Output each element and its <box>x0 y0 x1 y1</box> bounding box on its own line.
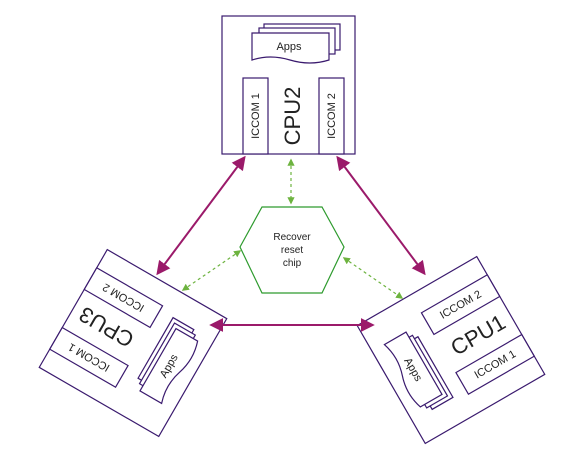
cpu1-node: ICCOM 2 ICCOM 1 CPU1 Apps <box>356 255 546 445</box>
cpu2-apps-stack: Apps <box>251 23 341 64</box>
cpu3-apps-stack: Apps <box>137 316 199 405</box>
recover-link-cpu3 <box>181 250 242 291</box>
cpu2-apps-label: Apps <box>276 41 302 53</box>
cpu1-frame <box>356 255 546 445</box>
recover-link-cpu1 <box>342 257 404 299</box>
cpu2-iccom1-label: ICCOM 1 <box>250 93 262 139</box>
cpu2-iccom2-box <box>318 77 345 155</box>
recover-line2: reset <box>281 245 303 256</box>
cpu3-iccom1-box <box>48 326 129 389</box>
link-cpu2-cpu1 <box>336 155 426 276</box>
cpu1-apps-stack: Apps <box>383 331 454 411</box>
cpu1-iccom2-box <box>420 273 501 336</box>
recover-reset-chip: Recover reset chip <box>239 206 345 294</box>
cpu3-apps-card-front <box>139 327 199 405</box>
cpu2-iccom1-box <box>242 77 269 155</box>
cpu3-node: ICCOM 1 ICCOM 2 CPU3 Apps <box>38 248 228 438</box>
cpu2-iccom2-label: ICCOM 2 <box>326 93 338 139</box>
recover-line3: chip <box>283 258 302 269</box>
cpu2-node: Apps ICCOM 1 ICCOM 2 CPU2 <box>221 15 356 155</box>
cpu2-label: CPU2 <box>280 87 305 146</box>
cpu2-apps-card-front <box>251 32 330 64</box>
cpu3-iccom2-box <box>83 266 164 329</box>
cpu1-apps-card-front <box>383 331 443 408</box>
cpu1-iccom1-box <box>455 333 536 396</box>
cpu3-frame <box>38 248 228 438</box>
recover-line1: Recover <box>273 232 311 243</box>
link-cpu2-cpu3 <box>156 155 246 276</box>
